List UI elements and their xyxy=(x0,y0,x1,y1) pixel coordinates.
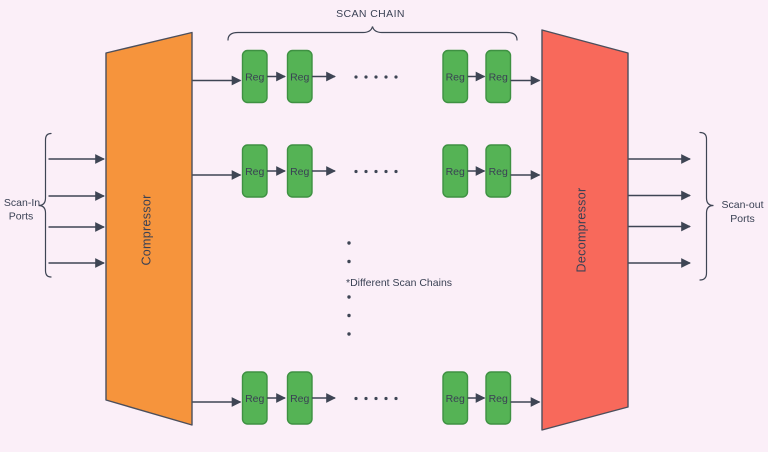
different-scan-chains-note: *Different Scan Chains xyxy=(346,277,452,289)
scan-out-label-line2: Ports xyxy=(730,213,755,225)
scan-chain-row-1: Reg Reg Reg Reg xyxy=(192,49,541,104)
reg-box xyxy=(485,144,512,198)
reg-label: Reg xyxy=(290,393,309,405)
decompressor-label: Decompressor xyxy=(575,188,589,273)
vertical-ellipsis-dot xyxy=(347,332,351,336)
ellipsis-dots xyxy=(354,396,398,401)
scan-chain-title: SCAN CHAIN xyxy=(336,8,405,20)
scan-in-brace xyxy=(38,132,52,278)
scan-out-ports-group: Scan-out Ports xyxy=(628,131,764,281)
compressor-shape xyxy=(105,31,193,426)
reg-label: Reg xyxy=(290,71,309,83)
vertical-ellipsis-dot xyxy=(347,295,351,299)
different-scan-chains-group: *Different Scan Chains xyxy=(346,241,452,336)
reg-label: Reg xyxy=(446,166,465,178)
scan-chain-row-3: Reg Reg Reg Reg xyxy=(192,371,541,425)
reg-label: Reg xyxy=(489,166,508,178)
reg-box xyxy=(485,49,512,104)
compressor-label: Compressor xyxy=(140,194,154,265)
reg-label: Reg xyxy=(245,166,264,178)
decompressor-shape xyxy=(541,29,629,431)
scan-out-label-line1: Scan-out xyxy=(721,199,763,211)
reg-label: Reg xyxy=(489,393,508,405)
vertical-ellipsis-dot xyxy=(347,241,351,245)
scan-chain-row-2: Reg Reg Reg Reg xyxy=(192,144,541,198)
reg-label: Reg xyxy=(446,71,465,83)
vertical-ellipsis-dot xyxy=(347,313,351,318)
reg-label: Reg xyxy=(446,393,465,405)
reg-label: Reg xyxy=(290,166,309,178)
reg-label: Reg xyxy=(489,71,508,83)
vertical-ellipsis-dot xyxy=(347,259,351,264)
scan-out-brace xyxy=(699,131,714,281)
scan-in-label-line1: Scan-In xyxy=(4,197,40,209)
scan-chain-brace xyxy=(227,26,518,41)
reg-box xyxy=(485,371,512,425)
reg-label: Reg xyxy=(245,71,264,83)
ellipsis-dots xyxy=(354,169,398,174)
reg-label: Reg xyxy=(245,393,264,405)
ellipsis-dots xyxy=(354,75,398,79)
scan-in-ports-group: Scan-In Ports xyxy=(4,132,105,278)
scan-in-label-line2: Ports xyxy=(9,211,34,223)
